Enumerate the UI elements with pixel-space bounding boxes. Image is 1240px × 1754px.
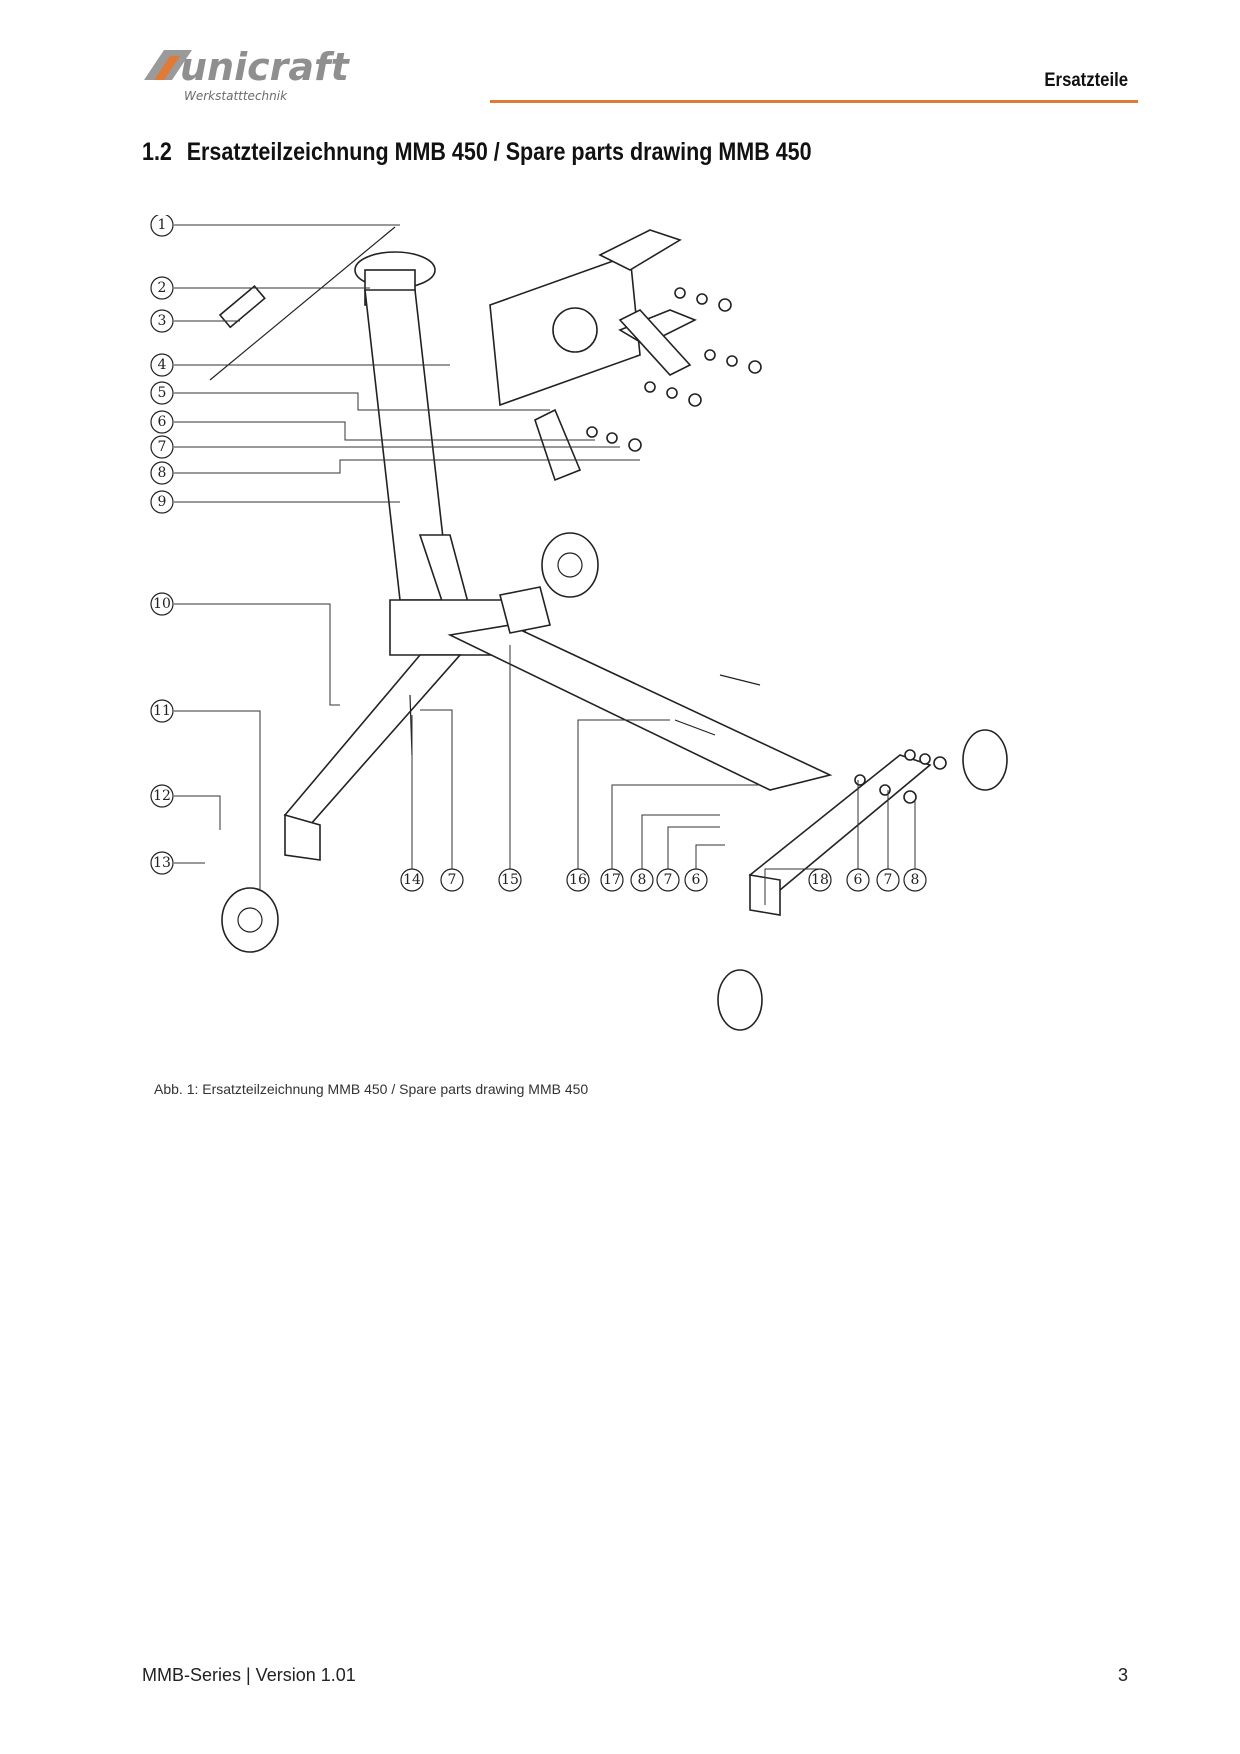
callout-15: 15 xyxy=(498,868,522,892)
callout-6b: 6 xyxy=(684,868,708,892)
svg-text:13: 13 xyxy=(153,855,171,871)
leader-lines xyxy=(174,224,916,905)
svg-text:6: 6 xyxy=(158,414,167,430)
callout-17: 17 xyxy=(600,868,624,892)
callout-1: 1 xyxy=(150,215,174,237)
svg-text:7: 7 xyxy=(884,872,893,888)
svg-text:7: 7 xyxy=(158,439,167,455)
callout-16: 16 xyxy=(566,868,590,892)
bottom-callouts: 14 7 15 16 17 8 7 6 18 6 7 8 xyxy=(400,868,927,892)
callout-7: 7 xyxy=(150,435,174,459)
callout-10: 10 xyxy=(150,592,174,616)
svg-text:14: 14 xyxy=(403,872,421,888)
svg-text:5: 5 xyxy=(158,385,167,401)
svg-text:1: 1 xyxy=(158,217,167,233)
svg-text:8: 8 xyxy=(158,465,167,481)
svg-text:4: 4 xyxy=(158,357,167,373)
svg-text:2: 2 xyxy=(158,280,167,296)
svg-text:15: 15 xyxy=(501,872,519,888)
callout-3: 3 xyxy=(150,309,174,333)
callout-8b: 8 xyxy=(630,868,654,892)
callout-7b: 7 xyxy=(440,868,464,892)
page-number: 3 xyxy=(1117,1665,1128,1685)
callout-13: 13 xyxy=(150,851,174,875)
svg-text:3: 3 xyxy=(158,313,167,329)
svg-text:16: 16 xyxy=(569,872,587,888)
callout-6: 6 xyxy=(150,410,174,434)
svg-text:7: 7 xyxy=(448,872,457,888)
svg-text:6: 6 xyxy=(692,872,701,888)
unicraft-logo: unicraft Werkstatttechnik xyxy=(144,45,351,103)
svg-text:9: 9 xyxy=(158,494,167,510)
logo-subtitle: Werkstatttechnik xyxy=(184,89,288,103)
callout-14: 14 xyxy=(400,868,424,892)
callout-12: 12 xyxy=(150,784,174,808)
callout-7d: 7 xyxy=(876,868,900,892)
left-callouts: 1 2 3 4 5 6 7 8 9 10 11 12 13 xyxy=(150,215,174,875)
callout-18: 18 xyxy=(808,868,832,892)
section-title: 1.2 Ersatzteilzeichnung MMB 450 / Spare p… xyxy=(142,138,812,167)
logo-wordmark: unicraft xyxy=(180,45,351,89)
stand-frame xyxy=(209,226,1008,1031)
callout-7c: 7 xyxy=(656,868,680,892)
callout-4: 4 xyxy=(150,353,174,377)
section-title-text: Ersatzteilzeichnung MMB 450 / Spare part… xyxy=(186,138,812,166)
footer-version: MMB-Series | Version 1.01 xyxy=(142,1665,356,1685)
svg-text:10: 10 xyxy=(153,596,171,612)
callout-6c: 6 xyxy=(846,868,870,892)
svg-text:17: 17 xyxy=(603,872,621,888)
svg-text:8: 8 xyxy=(911,872,920,888)
exploded-parts-drawing: 1 2 3 4 5 6 7 8 9 10 11 12 13 14 7 15 16… xyxy=(150,215,1008,1031)
svg-text:18: 18 xyxy=(811,872,829,888)
svg-text:12: 12 xyxy=(153,788,171,804)
callout-11: 11 xyxy=(150,699,174,723)
logo-mark-icon xyxy=(144,50,192,80)
figure-caption: Abb. 1: Ersatzteilzeichnung MMB 450 / Sp… xyxy=(154,1081,589,1097)
svg-text:6: 6 xyxy=(854,872,863,888)
callout-8c: 8 xyxy=(903,868,927,892)
svg-text:7: 7 xyxy=(664,872,673,888)
header-section-label: Ersatzteile xyxy=(1044,70,1128,91)
callout-2: 2 xyxy=(150,276,174,300)
callout-8: 8 xyxy=(150,461,174,485)
svg-text:8: 8 xyxy=(638,872,647,888)
callout-9: 9 xyxy=(150,490,174,514)
section-number: 1.2 xyxy=(142,138,172,166)
header-divider xyxy=(490,100,1138,103)
callout-5: 5 xyxy=(150,381,174,405)
svg-text:11: 11 xyxy=(153,703,171,719)
